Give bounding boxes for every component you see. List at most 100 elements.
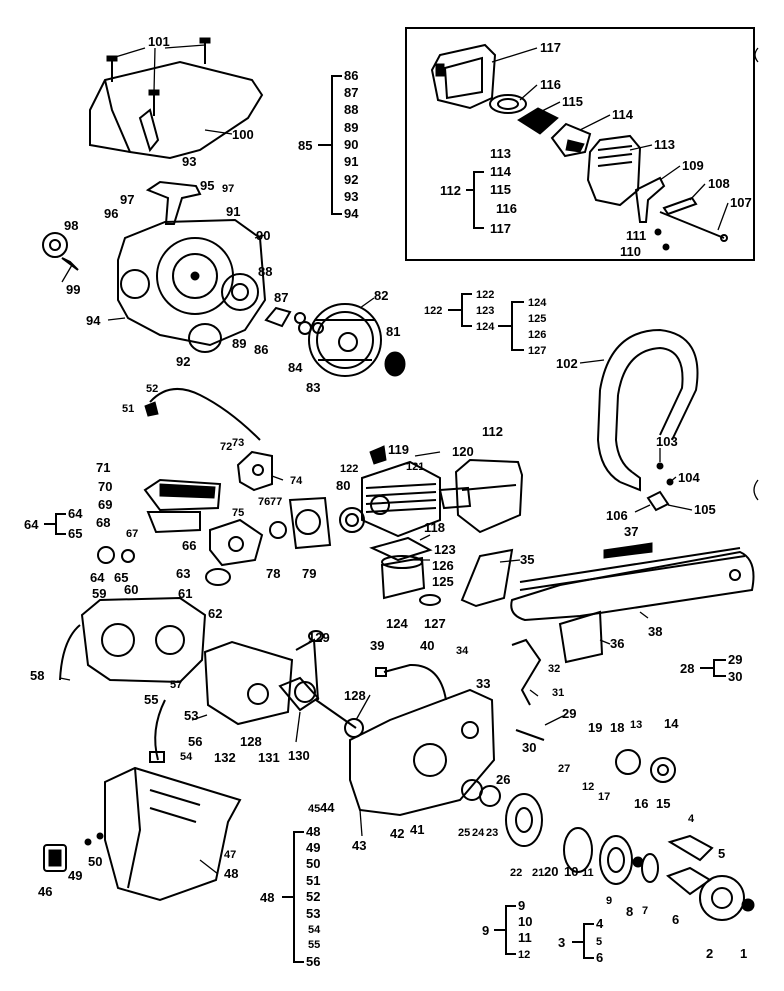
group-85-item: 89 xyxy=(344,120,358,135)
callout: 90 xyxy=(256,228,270,243)
group-64-item: 65 xyxy=(68,526,82,541)
reed-78 xyxy=(269,521,287,539)
clutch-8-9 xyxy=(632,853,659,883)
oil-line-40 xyxy=(375,663,447,701)
callout: 15 xyxy=(656,796,670,811)
ignition-wire-52 xyxy=(144,387,261,441)
group-28-item: 29 xyxy=(728,652,742,667)
callout: 65 xyxy=(114,570,128,585)
group-112-item: 115 xyxy=(490,182,511,197)
callout: 76 xyxy=(258,496,270,508)
group-122: 122 122 123 124 124 125 126 127 xyxy=(424,289,547,357)
callout: 119 xyxy=(388,442,409,457)
group-3-item: 6 xyxy=(596,950,603,965)
clutch-cover-2 xyxy=(699,875,745,921)
callout: 117 xyxy=(540,40,561,55)
callout: 105 xyxy=(694,502,716,517)
callout: 54 xyxy=(180,751,193,763)
callout: 66 xyxy=(182,538,196,553)
callout: 82 xyxy=(374,288,388,303)
bearing-129 xyxy=(308,630,324,642)
callout: 8 xyxy=(626,904,633,919)
group-85-item: 93 xyxy=(344,189,358,204)
callout: 87 xyxy=(274,290,288,305)
callout: 91 xyxy=(226,204,240,219)
pawl-86-87-88 xyxy=(264,306,306,328)
callout: 102 xyxy=(556,356,578,371)
group-85-item: 94 xyxy=(344,206,359,221)
screws-49-50 xyxy=(84,832,104,846)
chain-37 xyxy=(519,542,746,591)
callout: 12 xyxy=(582,781,594,793)
muffler-112 xyxy=(454,458,524,534)
callout: 110 xyxy=(620,244,641,259)
group-85-root: 85 xyxy=(298,138,312,153)
nut-1 xyxy=(741,898,755,912)
callout: 121 xyxy=(406,461,424,473)
callout: 127 xyxy=(424,616,446,631)
callout: 106 xyxy=(606,508,628,523)
callout: 31 xyxy=(552,687,564,699)
group-64-item: 64 xyxy=(68,506,83,521)
callout: 112 xyxy=(482,424,503,439)
clutch-nut-81 xyxy=(384,351,406,377)
callout: 13 xyxy=(630,719,642,731)
clutch-drum-22 xyxy=(505,793,543,847)
group-9-root: 9 xyxy=(482,923,489,938)
callout: 59 xyxy=(92,586,106,601)
plate-108 xyxy=(662,196,698,216)
group-9-item: 11 xyxy=(518,930,532,945)
callout: 34 xyxy=(456,645,469,657)
group-85-item: 92 xyxy=(344,172,358,187)
spark-plug-119 xyxy=(369,445,387,465)
air-filter-cover-117 xyxy=(430,43,497,110)
callout: 64 xyxy=(90,570,105,585)
callout: 9 xyxy=(606,895,612,907)
callout: 18 xyxy=(610,720,624,735)
spacer-80 xyxy=(339,507,365,533)
callout: 101 xyxy=(148,34,170,49)
group-85-item: 87 xyxy=(344,85,358,100)
group-9-item: 10 xyxy=(518,914,532,929)
clutch-shoes-4-5-6 xyxy=(666,834,714,896)
group-85-item: 88 xyxy=(344,102,358,117)
callout: 52 xyxy=(146,383,158,395)
callout: 7 xyxy=(642,905,648,917)
callout: 60 xyxy=(124,582,138,597)
group-112-root: 112 xyxy=(440,183,461,198)
group-122-item: 123 xyxy=(476,305,494,317)
callout: 122 xyxy=(340,463,358,475)
callout: 16 xyxy=(634,796,648,811)
callout: 30 xyxy=(522,740,536,755)
callout: 55 xyxy=(144,692,158,707)
callout: 23 xyxy=(486,827,498,839)
callout: 25 xyxy=(458,827,470,839)
callout: 1 xyxy=(740,946,747,961)
group-28-item: 30 xyxy=(728,669,742,684)
group-3-item: 4 xyxy=(596,916,604,931)
group-28-root: 28 xyxy=(680,661,694,676)
group-85-item: 86 xyxy=(344,68,358,83)
callout: 32 xyxy=(548,663,560,675)
seals-64-65 xyxy=(97,546,135,564)
callout: 38 xyxy=(648,624,662,639)
starter-handle-93 xyxy=(145,180,202,225)
group-48-item: 55 xyxy=(308,939,320,951)
callout: 39 xyxy=(370,638,384,653)
callout: 35 xyxy=(520,552,534,567)
group-48-root: 48 xyxy=(260,890,274,905)
callout: 95 xyxy=(200,178,214,193)
filter-holder-114 xyxy=(550,122,592,158)
top-cover-100 xyxy=(89,60,264,160)
callout: 126 xyxy=(432,558,454,573)
callout: 130 xyxy=(288,748,310,763)
callout: 47 xyxy=(224,849,236,861)
sprocket-13-14 xyxy=(615,749,676,783)
callout: 115 xyxy=(562,94,583,109)
group-122-root: 122 xyxy=(424,305,442,317)
group-112-item: 114 xyxy=(490,164,512,179)
callout: 61 xyxy=(178,586,192,601)
callout: 108 xyxy=(708,176,730,191)
callout: 80 xyxy=(336,478,350,493)
callout: 124 xyxy=(386,616,408,631)
